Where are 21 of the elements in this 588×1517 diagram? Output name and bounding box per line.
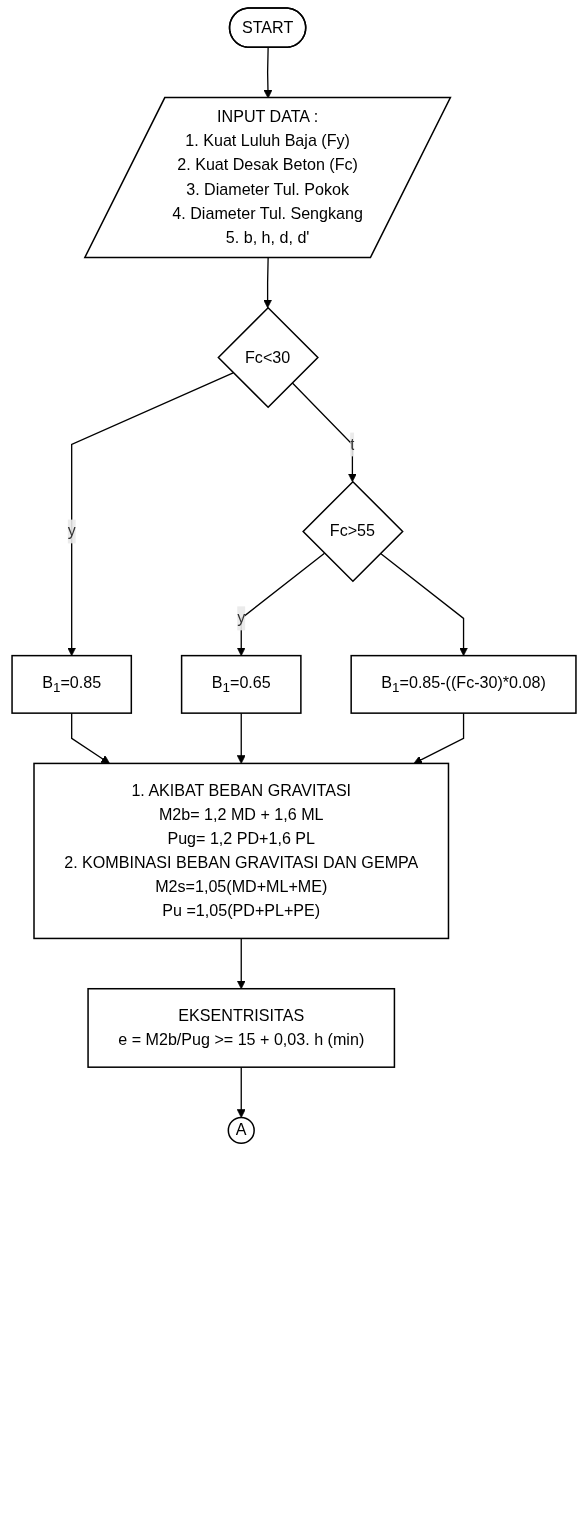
node-box: 1. AKIBAT BEBAN GRAVITASI M2b= 1,2 MD + 1,6 ML Pug= 1,2 PD+1,6 PL 2. KOMBINASI BEBAN GRAVITASI DAN GEMPA M2s=1,05(MD+ML+ME) Pu =1,05(PD+PL+PE) — [33, 762, 450, 940]
node-box: B$_{1}$=0.65 — [180, 654, 302, 714]
node-circle: A — [227, 1116, 255, 1145]
edge-label: y — [237, 609, 246, 627]
arrow — [67, 372, 234, 657]
arrow — [379, 552, 468, 657]
arrow — [71, 712, 110, 764]
arrow — [291, 382, 357, 483]
arrow — [236, 712, 246, 764]
node-box: B$_{1}$=0.85-((Fc-30)*0.08) — [350, 654, 577, 714]
node-box: EKSENTRISITAS e = M2b/Pug >= 15 + 0,03. h (min) — [87, 987, 396, 1068]
node-diamond: Fc>55 — [302, 480, 404, 583]
arrow — [236, 937, 246, 990]
node-box: B$_{1}$=0.85 — [11, 654, 133, 714]
arrow — [263, 257, 273, 309]
node-diamond: Fc<30 — [217, 306, 319, 409]
edge-label: y — [67, 522, 76, 540]
arrow — [413, 712, 465, 764]
edge-label: t — [350, 435, 355, 453]
arrow — [236, 1066, 246, 1118]
arrow — [236, 552, 326, 657]
